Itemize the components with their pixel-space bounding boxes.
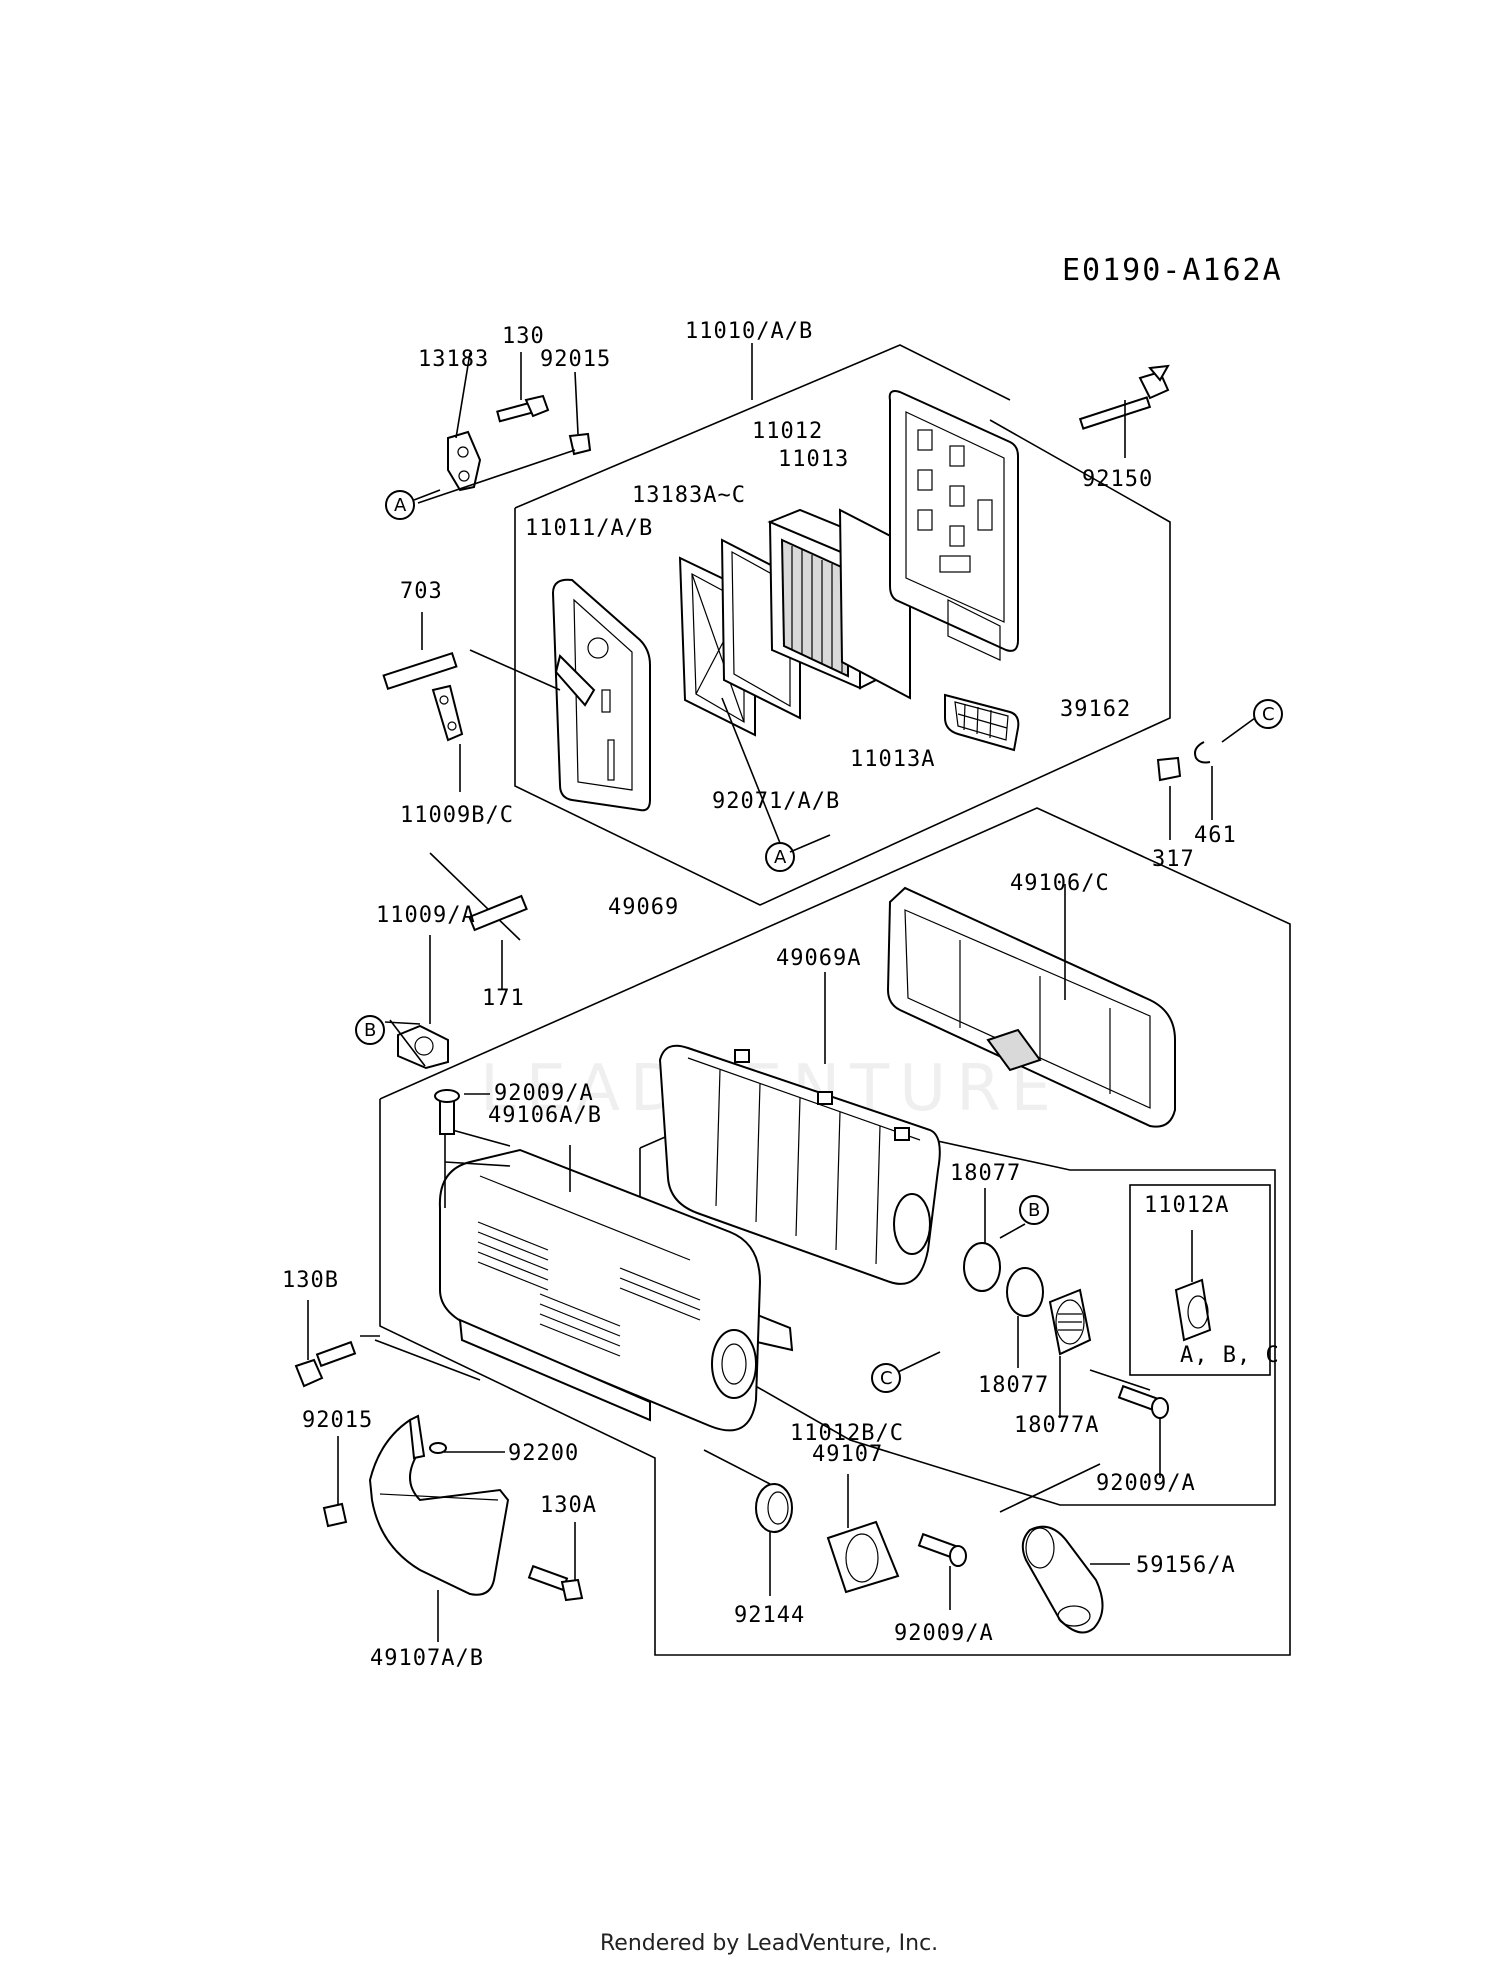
label-92150[interactable]: 92150: [1082, 467, 1153, 492]
label-49069A[interactable]: 49069A: [776, 946, 861, 971]
stud-171[interactable]: [468, 894, 528, 932]
label-11013A[interactable]: 11013A: [850, 747, 935, 772]
label-11012[interactable]: 11012: [752, 419, 823, 444]
label-92009-right[interactable]: 92009/A: [1096, 1471, 1196, 1496]
label-13183[interactable]: 13183: [418, 347, 489, 372]
ref-B-left-label: B: [364, 1020, 376, 1041]
wing-39162[interactable]: [944, 693, 1020, 752]
label-317[interactable]: 317: [1152, 847, 1195, 872]
bolt-130A[interactable]: [527, 1564, 584, 1602]
label-11013[interactable]: 11013: [778, 447, 849, 472]
ref-circle-A-top: A: [385, 490, 415, 520]
label-18077-bottom[interactable]: 18077: [978, 1373, 1049, 1398]
bracket-13183[interactable]: [447, 430, 482, 492]
label-92009-bottom[interactable]: 92009/A: [894, 1621, 994, 1646]
label-92071[interactable]: 92071/A/B: [712, 789, 840, 814]
label-49107[interactable]: 49107: [812, 1442, 883, 1467]
label-92009-top[interactable]: 92009/A: [494, 1081, 594, 1106]
ref-circle-A-bottom: A: [765, 842, 795, 872]
inset-11012A: [1129, 1184, 1271, 1376]
label-461[interactable]: 461: [1194, 823, 1237, 848]
label-130[interactable]: 130: [502, 324, 545, 349]
washer-92200[interactable]: [429, 1442, 447, 1454]
nut-317[interactable]: [1156, 756, 1182, 782]
gasket-18077-bottom[interactable]: [1006, 1267, 1044, 1317]
diagram-code: E0190-A162A: [1062, 253, 1283, 288]
ref-B-right-label: B: [1028, 1200, 1040, 1221]
wing-bolt-92150[interactable]: [1078, 364, 1170, 430]
air-cleaner-base-11011[interactable]: [551, 578, 651, 812]
bolt-130[interactable]: [496, 394, 550, 423]
label-92015-bottom[interactable]: 92015: [302, 1408, 373, 1433]
label-130A[interactable]: 130A: [540, 1493, 597, 1518]
label-11009A[interactable]: 11009/A: [376, 903, 476, 928]
label-49107AB[interactable]: 49107A/B: [370, 1646, 484, 1671]
label-130B[interactable]: 130B: [282, 1268, 339, 1293]
clamp-92144[interactable]: [755, 1483, 793, 1533]
deflector-49107AB[interactable]: [368, 1414, 510, 1596]
spark-arrester-18077A[interactable]: [1048, 1288, 1092, 1356]
air-cleaner-cover-11012[interactable]: [888, 390, 1019, 661]
clip-461[interactable]: [1194, 741, 1211, 764]
muffler-cover-49106AB[interactable]: [438, 1148, 762, 1432]
ref-A-bottom-label: A: [774, 847, 787, 868]
label-11012BC[interactable]: 11012B/C: [790, 1421, 904, 1446]
label-11012A-variants[interactable]: A, B, C: [1180, 1343, 1280, 1368]
label-49106C[interactable]: 49106/C: [1010, 871, 1110, 896]
screw-92009-bottom[interactable]: [917, 1532, 967, 1567]
ref-circle-C-top: C: [1253, 699, 1283, 729]
ref-circle-B-right: B: [1019, 1195, 1049, 1225]
ref-A-top-label: A: [394, 495, 407, 516]
nut-92015-bottom[interactable]: [322, 1502, 348, 1528]
ref-C-bottom-label: C: [880, 1368, 893, 1389]
tail-pipe-59156[interactable]: [1021, 1525, 1104, 1634]
label-39162[interactable]: 39162: [1060, 697, 1131, 722]
gasket-18077-top[interactable]: [963, 1242, 1001, 1292]
label-92015-top[interactable]: 92015: [540, 347, 611, 372]
label-92200[interactable]: 92200: [508, 1441, 579, 1466]
pipe-adapter-11012BC[interactable]: [826, 1520, 900, 1594]
ref-circle-C-bottom: C: [871, 1363, 901, 1393]
stud-703[interactable]: [382, 651, 458, 691]
screw-92009-top[interactable]: [434, 1089, 460, 1135]
label-18077-top[interactable]: 18077: [950, 1161, 1021, 1186]
label-49069[interactable]: 49069: [608, 895, 679, 920]
footer-credit: Rendered by LeadVenture, Inc.: [600, 1931, 938, 1956]
label-171[interactable]: 171: [482, 986, 525, 1011]
label-13183A[interactable]: 13183A~C: [632, 483, 746, 508]
label-11011[interactable]: 11011/A/B: [525, 516, 653, 541]
label-18077A[interactable]: 18077A: [1014, 1413, 1099, 1438]
air-cleaner-box: [514, 344, 1171, 906]
nut-92015-top[interactable]: [568, 432, 592, 456]
gasket-11009BC[interactable]: [431, 684, 464, 742]
label-11012A[interactable]: 11012A: [1144, 1193, 1229, 1218]
pipe-adapter-11012A[interactable]: [1174, 1278, 1212, 1342]
gasket-11009A[interactable]: [397, 1024, 449, 1070]
label-59156[interactable]: 59156/A: [1136, 1553, 1236, 1578]
ref-circle-B-left: B: [355, 1015, 385, 1045]
label-92144[interactable]: 92144: [734, 1603, 805, 1628]
bolt-130B[interactable]: [294, 1340, 357, 1388]
screw-92009-right[interactable]: [1117, 1384, 1169, 1419]
label-11009BC[interactable]: 11009B/C: [400, 803, 514, 828]
label-11010[interactable]: 11010/A/B: [685, 319, 813, 344]
label-49106AB[interactable]: 49106A/B: [488, 1103, 602, 1128]
ref-C-top-label: C: [1262, 704, 1275, 725]
label-703[interactable]: 703: [400, 579, 443, 604]
shield-bracket-49106C[interactable]: [886, 886, 1176, 1128]
